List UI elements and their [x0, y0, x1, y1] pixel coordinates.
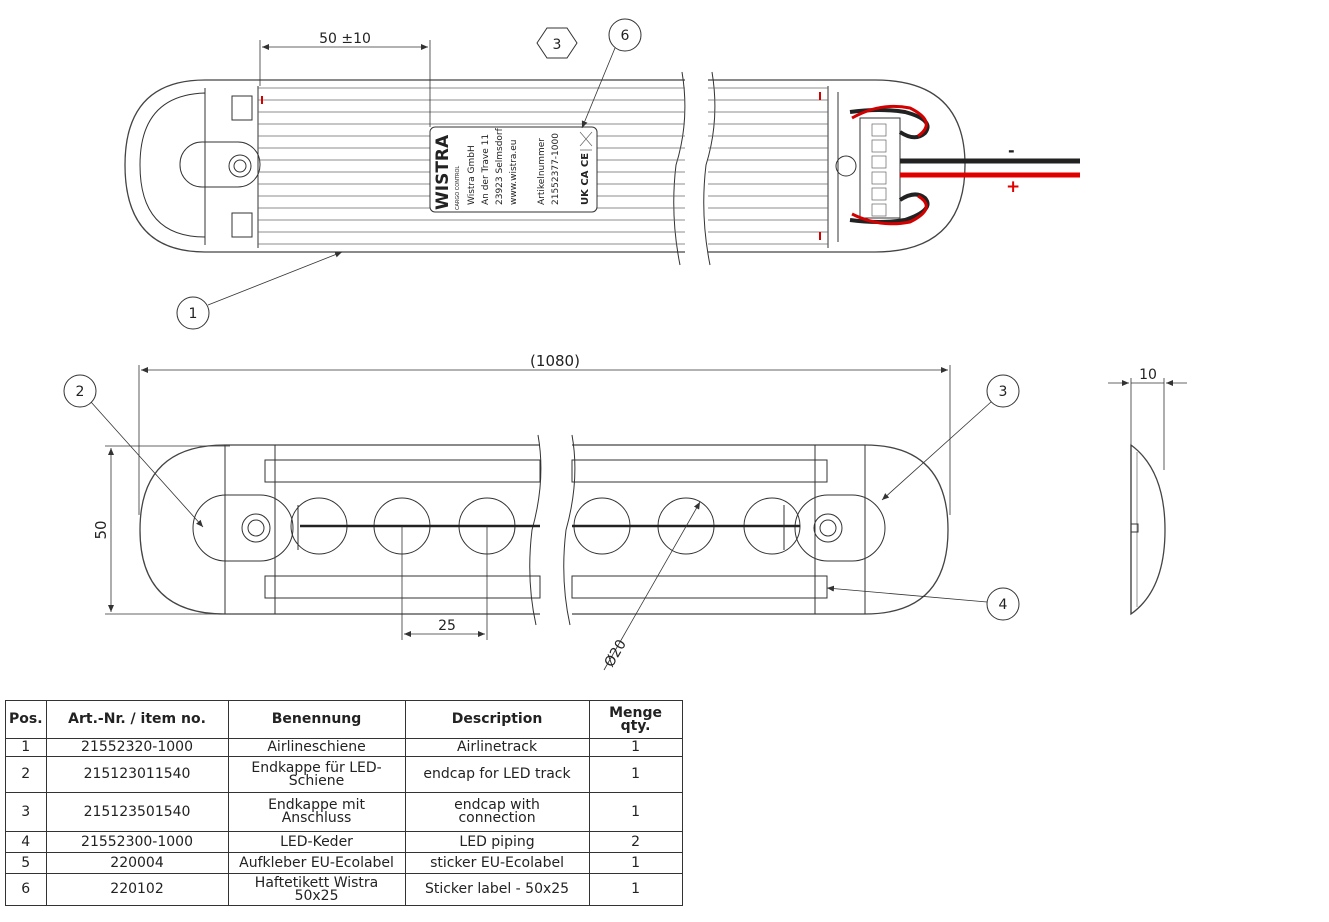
callout-6	[608, 18, 642, 52]
wire-plus-label: +	[1006, 177, 1020, 197]
cell-qty: 1	[588, 756, 683, 793]
callout-2-label: 2	[76, 384, 85, 400]
cell-qty: 1	[588, 873, 683, 906]
cell-art-nr: 220004	[45, 852, 229, 874]
callout-4-label: 4	[999, 597, 1008, 613]
label-line-3: 23923 Selmsdorf	[495, 127, 505, 205]
label-brand: WISTRA	[433, 134, 453, 210]
cell-benennung: LED-Keder	[227, 831, 406, 853]
cell-pos: 1	[5, 738, 47, 757]
callout-2	[63, 374, 97, 408]
label-line-6: 21552377-1000	[551, 133, 561, 205]
cell-pos: 2	[5, 756, 47, 793]
table-row: 2 215123011540 Endkappe für LED-Schiene …	[5, 756, 683, 793]
mounting-hole	[228, 154, 252, 178]
side-view: 10	[1108, 367, 1187, 616]
wire-red-loop-top	[851, 104, 928, 138]
dim-height: 50	[92, 520, 110, 539]
table-row: 4 21552300-1000 LED-Keder LED piping 2	[5, 831, 683, 853]
callout-3-top-label: 3	[553, 37, 562, 53]
callout-hex-3	[536, 27, 578, 59]
bill-of-materials-table: Pos. Art.-Nr. / item no. Benennung Descr…	[5, 700, 683, 906]
cell-art-nr: 220102	[45, 873, 229, 906]
cell-art-nr: 21552320-1000	[45, 738, 229, 757]
connector-block	[859, 117, 901, 219]
callout-1	[176, 296, 210, 330]
cell-description: LED piping	[404, 831, 590, 853]
label-line-4: www.wistra.eu	[509, 139, 519, 205]
cell-pos: 6	[5, 873, 47, 906]
dim-diameter: Ø20	[602, 637, 630, 670]
cell-art-nr: 21552300-1000	[45, 831, 229, 853]
callout-6-label: 6	[621, 28, 630, 44]
label-line-2: An der Trave 11	[481, 134, 491, 205]
cell-pos: 4	[5, 831, 47, 853]
label-line-1: Wistra GmbH	[467, 145, 477, 205]
cell-qty: 1	[588, 738, 683, 757]
dim-pitch: 25	[438, 618, 456, 634]
cell-art-nr: 215123011540	[45, 756, 229, 793]
label-marks: UK CA CE	[580, 153, 591, 205]
wire-minus-label: -	[1008, 141, 1015, 160]
cell-art-nr: 215123501540	[45, 792, 229, 832]
sticker-label	[429, 126, 598, 213]
wire-red-loop-bottom	[851, 194, 928, 226]
front-view: (1080) 50	[63, 352, 1020, 671]
header-benennung: Benennung	[227, 700, 406, 739]
dim-thickness: 10	[1139, 367, 1157, 383]
dim-50-tolerance: 50 ±10	[319, 31, 371, 47]
cell-qty: 2	[588, 831, 683, 853]
table-row: 1 21552320-1000 Airlineschiene Airlinetr…	[5, 738, 683, 757]
cell-description: endcap for LED track	[404, 756, 590, 793]
header-description: Description	[404, 700, 590, 739]
table-header-row: Pos. Art.-Nr. / item no. Benennung Descr…	[5, 700, 683, 739]
cell-qty: 1	[588, 852, 683, 874]
label-line-5: Artikelnummer	[537, 138, 547, 205]
weee-icon	[579, 131, 593, 151]
cell-pos: 5	[5, 852, 47, 874]
callout-4	[986, 587, 1020, 621]
callout-3	[986, 374, 1020, 408]
cell-description: Airlinetrack	[404, 738, 590, 757]
cell-benennung: Endkappe für LED-Schiene	[227, 756, 406, 793]
header-pos: Pos.	[5, 700, 47, 739]
label-brand-sub: CARGO CONTROL	[455, 166, 461, 210]
cell-pos: 3	[5, 792, 47, 832]
side-profile	[1130, 443, 1166, 616]
callout-1-label: 1	[189, 306, 198, 322]
header-art-nr: Art.-Nr. / item no.	[45, 700, 229, 739]
cell-qty: 1	[588, 792, 683, 832]
cell-description: sticker EU-Ecolabel	[404, 852, 590, 874]
cell-description: Sticker label - 50x25	[404, 873, 590, 906]
cell-benennung: Airlineschiene	[227, 738, 406, 757]
table-row: 5 220004 Aufkleber EU-Ecolabel sticker E…	[5, 852, 683, 874]
top-view: - + WISTRA CARGO CONTROL Wistra GmbH An …	[124, 18, 1080, 330]
cell-benennung: Aufkleber EU-Ecolabel	[227, 852, 406, 874]
callout-3-label: 3	[999, 384, 1008, 400]
dim-overall-length: (1080)	[530, 352, 580, 370]
